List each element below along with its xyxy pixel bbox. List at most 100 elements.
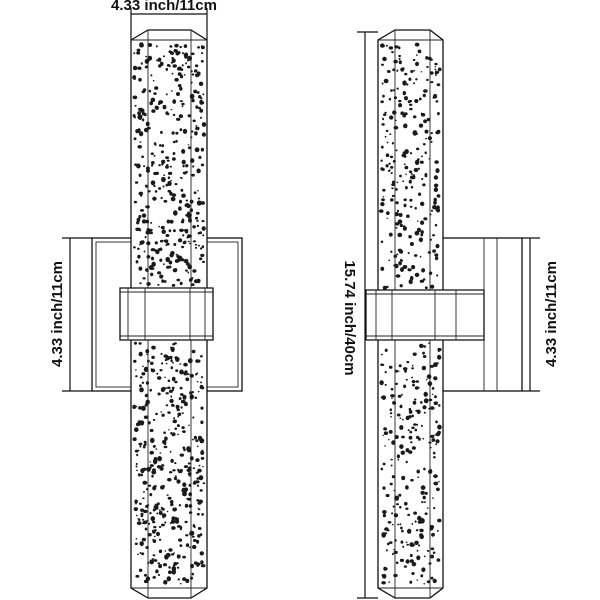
bubble-dot — [199, 489, 203, 492]
bubble-dot — [193, 89, 198, 94]
bubble-dot — [179, 453, 184, 457]
bubble-dot — [161, 413, 165, 417]
bubble-dot — [186, 65, 191, 69]
bubble-dot — [401, 393, 403, 396]
bubble-dot — [170, 179, 172, 182]
bubble-dot — [138, 406, 143, 410]
bubble-dot — [417, 220, 419, 222]
bubble-dot — [415, 61, 419, 67]
bubble-dot — [187, 358, 193, 364]
bubble-dot — [409, 559, 414, 563]
bubble-dot — [157, 562, 160, 565]
bubble-dot — [179, 228, 184, 232]
bubble-dot — [381, 63, 384, 66]
bubble-dot — [428, 158, 431, 160]
bubble-dot — [132, 437, 137, 442]
bubble-dot — [408, 99, 413, 103]
bubble-dot — [164, 550, 167, 552]
bubble-dot — [406, 83, 409, 86]
bubble-dot — [394, 539, 397, 542]
bubble-dot — [416, 469, 420, 474]
bubble-dot — [136, 221, 140, 225]
bubble-dot — [401, 435, 405, 439]
bubble-dot — [424, 491, 428, 495]
bubble-dot — [153, 559, 158, 562]
bubble-dot — [434, 66, 437, 68]
bubble-dot — [171, 193, 177, 197]
bubble-dot — [157, 248, 161, 252]
bubble-dot — [172, 64, 177, 68]
bubble-dot — [393, 573, 398, 578]
bubble-dot — [170, 431, 173, 435]
bubble-dot — [135, 514, 138, 517]
bubble-dot — [192, 225, 196, 229]
bubble-dot — [434, 62, 438, 66]
bubble-dot — [402, 80, 407, 86]
bubble-dot — [420, 112, 423, 115]
bubble-dot — [432, 578, 437, 584]
bubble-dot — [192, 467, 196, 470]
bubble-dot — [393, 402, 396, 405]
bubble-dot — [170, 458, 174, 463]
bubble-dot — [200, 45, 204, 48]
bubble-dot — [395, 149, 398, 152]
bubble-dot — [137, 66, 142, 70]
bubble-dot — [398, 60, 402, 65]
bubble-dot — [411, 414, 415, 418]
bubble-dot — [150, 272, 154, 277]
bubble-dot — [137, 145, 142, 149]
bubble-dot — [410, 185, 414, 189]
bubble-dot — [403, 384, 407, 389]
bubble-dot — [147, 533, 152, 537]
bubble-dot — [200, 560, 204, 565]
bubble-dot — [160, 411, 162, 413]
bubble-dot — [187, 271, 190, 274]
bubble-dot — [161, 279, 165, 283]
bubble-dot — [141, 518, 145, 521]
bubble-dot — [193, 69, 198, 73]
bubble-dot — [151, 267, 155, 270]
bubble-dot — [383, 78, 389, 84]
bubble-dot — [200, 456, 205, 460]
bubble-dot — [409, 152, 413, 155]
bubble-dot — [132, 95, 138, 100]
bubble-dot — [404, 165, 409, 170]
bubble-dot — [429, 525, 435, 530]
bubble-dot — [385, 44, 388, 47]
bubble-dot — [424, 173, 428, 176]
bubble-dot — [416, 147, 420, 151]
bubble-dot — [187, 216, 190, 219]
bubble-dot — [432, 497, 434, 499]
bubble-dot — [181, 159, 186, 165]
bubble-dot — [159, 369, 163, 372]
bubble-dot — [146, 353, 148, 356]
bubble-dot — [407, 528, 412, 534]
bubble-dot — [382, 510, 387, 514]
bubble-dot — [393, 549, 395, 551]
bubble-dot — [151, 470, 155, 475]
bubble-dot — [156, 512, 159, 515]
bubble-dot — [398, 54, 401, 58]
bubble-dot — [423, 217, 428, 221]
bubble-dot — [190, 70, 193, 73]
bubble-dot — [195, 246, 197, 249]
bubble-dot — [153, 525, 157, 529]
bubble-dot — [393, 489, 396, 492]
bubble-dot — [419, 343, 424, 348]
bubble-dot — [160, 196, 163, 200]
bubble-dot — [167, 386, 171, 390]
bubble-dot — [414, 272, 420, 277]
bubble-dot — [420, 220, 425, 225]
bubble-dot — [197, 359, 201, 363]
bubble-dot — [185, 269, 188, 272]
bubble-dot — [158, 538, 162, 541]
bubble-dot — [201, 386, 205, 390]
bubble-dot — [392, 68, 396, 72]
bubble-dot — [166, 576, 171, 582]
bubble-dot — [167, 477, 172, 482]
bubble-dot — [172, 140, 176, 144]
bubble-dot — [140, 194, 143, 197]
bubble-dot — [422, 405, 427, 410]
bubble-dot — [411, 265, 416, 270]
bubble-dot — [428, 563, 430, 565]
